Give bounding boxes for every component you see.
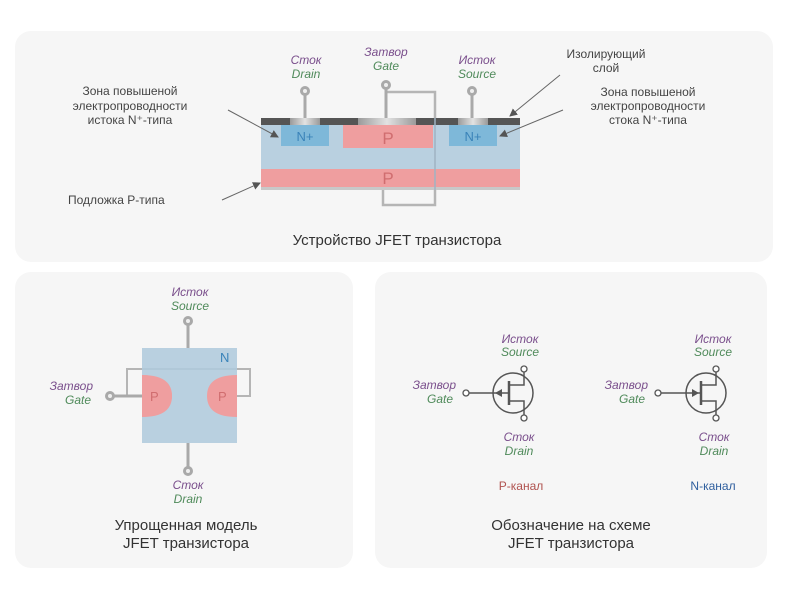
- p-channel-symbol: Исток Source Затвор Gate Сток Drain Р-ка…: [413, 332, 544, 493]
- drain-label-en: Drain: [700, 444, 729, 458]
- gate-wire-left: [126, 368, 142, 397]
- n-plus-drain-label: N+: [297, 129, 314, 144]
- drain-contact: [290, 118, 320, 125]
- right-note-arrow: [499, 109, 564, 138]
- source-label-en: Source: [458, 67, 496, 81]
- gate-terminal-hole: [384, 83, 388, 87]
- device-title: Устройство JFET транзистора: [293, 232, 502, 249]
- simplified-title-line-1: Упрощенная модель: [115, 517, 258, 534]
- drain-terminal-hole: [186, 469, 190, 473]
- drain-label-ru: Сток: [504, 430, 536, 444]
- n-label: N: [220, 350, 229, 365]
- n-plus-source-label: N+: [465, 129, 482, 144]
- substrate-note-arrow: [221, 182, 261, 201]
- device-structure: N+ N+ P P Сток Drain Затвор Gate Исток S…: [68, 45, 705, 249]
- gate-label-en: Gate: [427, 392, 453, 406]
- symbols-title-line-1: Обозначение на схеме: [491, 517, 651, 534]
- drain-label-ru: Сток: [291, 53, 323, 67]
- gate-terminal-hole: [108, 394, 112, 398]
- source-label-en: Source: [171, 299, 209, 313]
- source-contact: [458, 118, 488, 125]
- right-note-line-1: Зона повышеной: [600, 85, 695, 99]
- drain-line: [701, 400, 717, 415]
- gate-label-ru: Затвор: [605, 378, 649, 392]
- source-terminal-hole: [470, 89, 474, 93]
- drain-line: [509, 400, 525, 415]
- left-note-arrow: [227, 109, 279, 138]
- p-gate-region-right: [207, 375, 237, 417]
- left-note-line-2: электропроводности: [73, 99, 188, 113]
- simplified-model: P P N Исток Source Затвор Gate Сток Drai…: [50, 285, 258, 552]
- left-note-line-3: истока N⁺-типа: [88, 113, 173, 127]
- insulator-note-line-2: слой: [593, 61, 620, 75]
- p-label-left: P: [150, 389, 159, 404]
- n-plus-drain-region: [281, 125, 329, 146]
- right-note-line-2: электропроводности: [591, 99, 706, 113]
- source-label-ru: Исток: [172, 285, 210, 299]
- gate-label-ru: Затвор: [50, 379, 94, 393]
- source-line: [701, 372, 717, 386]
- insulator-note-arrow: [509, 74, 561, 117]
- schematic-symbol-panel: [375, 272, 767, 568]
- drain-label-ru: Сток: [173, 478, 205, 492]
- left-note-line-1: Зона повышеной: [82, 84, 177, 98]
- p-substrate-region: [261, 169, 520, 187]
- p-channel-label: Р-канал: [499, 479, 544, 493]
- gate-label-en: Gate: [373, 59, 399, 73]
- gate-contact: [358, 118, 416, 125]
- p-gate-region: [343, 125, 433, 148]
- source-terminal[interactable]: [712, 365, 720, 373]
- source-label-en: Source: [501, 345, 539, 359]
- source-label-ru: Исток: [502, 332, 540, 346]
- gate-wire-right: [237, 368, 251, 397]
- gate-arrow-in: [692, 389, 699, 397]
- source-terminal-hole: [186, 319, 190, 323]
- drain-label-en: Drain: [505, 444, 534, 458]
- gate-terminal[interactable]: [654, 389, 662, 397]
- gate-label-en: Gate: [65, 393, 91, 407]
- drain-label-en: Drain: [174, 492, 203, 506]
- simplified-title-line-2: JFET транзистора: [123, 535, 250, 552]
- gate-terminal[interactable]: [462, 389, 470, 397]
- symbols-title-line-2: JFET транзистора: [508, 535, 635, 552]
- drain-terminal[interactable]: [712, 414, 720, 422]
- source-terminal[interactable]: [520, 365, 528, 373]
- gate-label-en: Gate: [619, 392, 645, 406]
- source-label-ru: Исток: [695, 332, 733, 346]
- right-note-line-3: стока N⁺-типа: [609, 113, 687, 127]
- drain-terminal-hole: [303, 89, 307, 93]
- drain-label-ru: Сток: [699, 430, 731, 444]
- source-label-ru: Исток: [459, 53, 497, 67]
- p-substrate-label: P: [382, 169, 393, 188]
- drain-label-en: Drain: [292, 67, 321, 81]
- p-gate-region-left-fill: [142, 375, 172, 417]
- insulator-note-line-1: Изолирующий: [567, 47, 646, 61]
- gate-arrow-out: [495, 389, 502, 397]
- source-line: [509, 372, 525, 386]
- substrate-note: Подложка Р-типа: [68, 193, 165, 207]
- substrate-edge: [261, 187, 520, 190]
- p-label-right: P: [218, 389, 227, 404]
- n-plus-source-region: [449, 125, 497, 146]
- n-channel-label: N-канал: [690, 479, 735, 493]
- p-gate-label: P: [382, 129, 393, 148]
- drain-terminal[interactable]: [520, 414, 528, 422]
- n-channel-symbol: Исток Source Затвор Gate Сток Drain N-ка…: [605, 332, 736, 493]
- gate-label-ru: Затвор: [413, 378, 457, 392]
- gate-label-ru: Затвор: [364, 45, 408, 59]
- source-label-en: Source: [694, 345, 732, 359]
